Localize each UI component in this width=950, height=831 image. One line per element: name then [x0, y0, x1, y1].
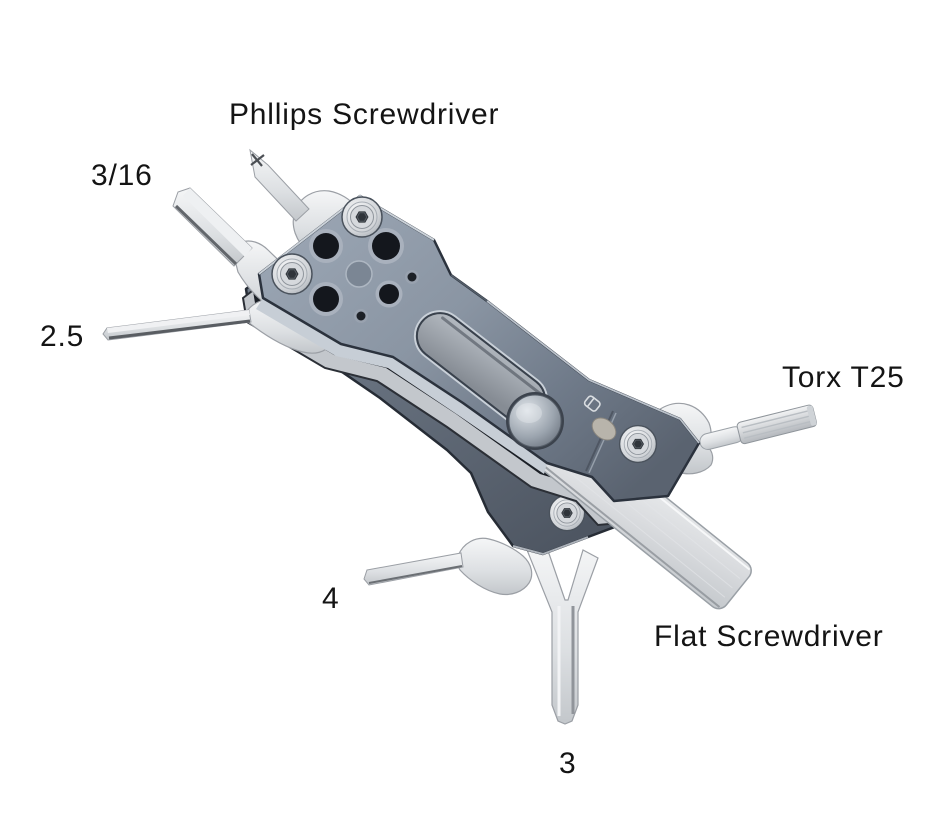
label-flat-screwdriver: Flat Screwdriver — [654, 620, 884, 653]
label-hex-2-5: 2.5 — [40, 320, 85, 353]
recessed-circle — [345, 260, 373, 288]
hex-arm-4mm — [363, 537, 533, 596]
pivot-button — [506, 392, 564, 450]
torx-spline — [744, 421, 811, 439]
hex-arm-3mm — [526, 541, 599, 725]
label-hex-3: 3 — [559, 747, 577, 780]
brand-mark-icon — [583, 395, 601, 412]
label-hex-4: 4 — [322, 582, 340, 615]
frame-bevel — [256, 298, 547, 474]
torx-spline — [742, 415, 810, 434]
torx-screw-tail — [618, 424, 658, 464]
torx-screw-top — [341, 196, 383, 238]
mounting-holes — [309, 228, 419, 323]
phillips-cross-groove — [250, 154, 265, 166]
torx-screw-left — [271, 253, 313, 295]
torx-spline — [741, 410, 808, 429]
label-phillips-screwdriver: Phllips Screwdriver — [229, 98, 500, 131]
label-torx-t25: Torx T25 — [782, 361, 905, 394]
label-hex-3-16: 3/16 — [91, 159, 153, 192]
oval-button — [591, 417, 617, 441]
